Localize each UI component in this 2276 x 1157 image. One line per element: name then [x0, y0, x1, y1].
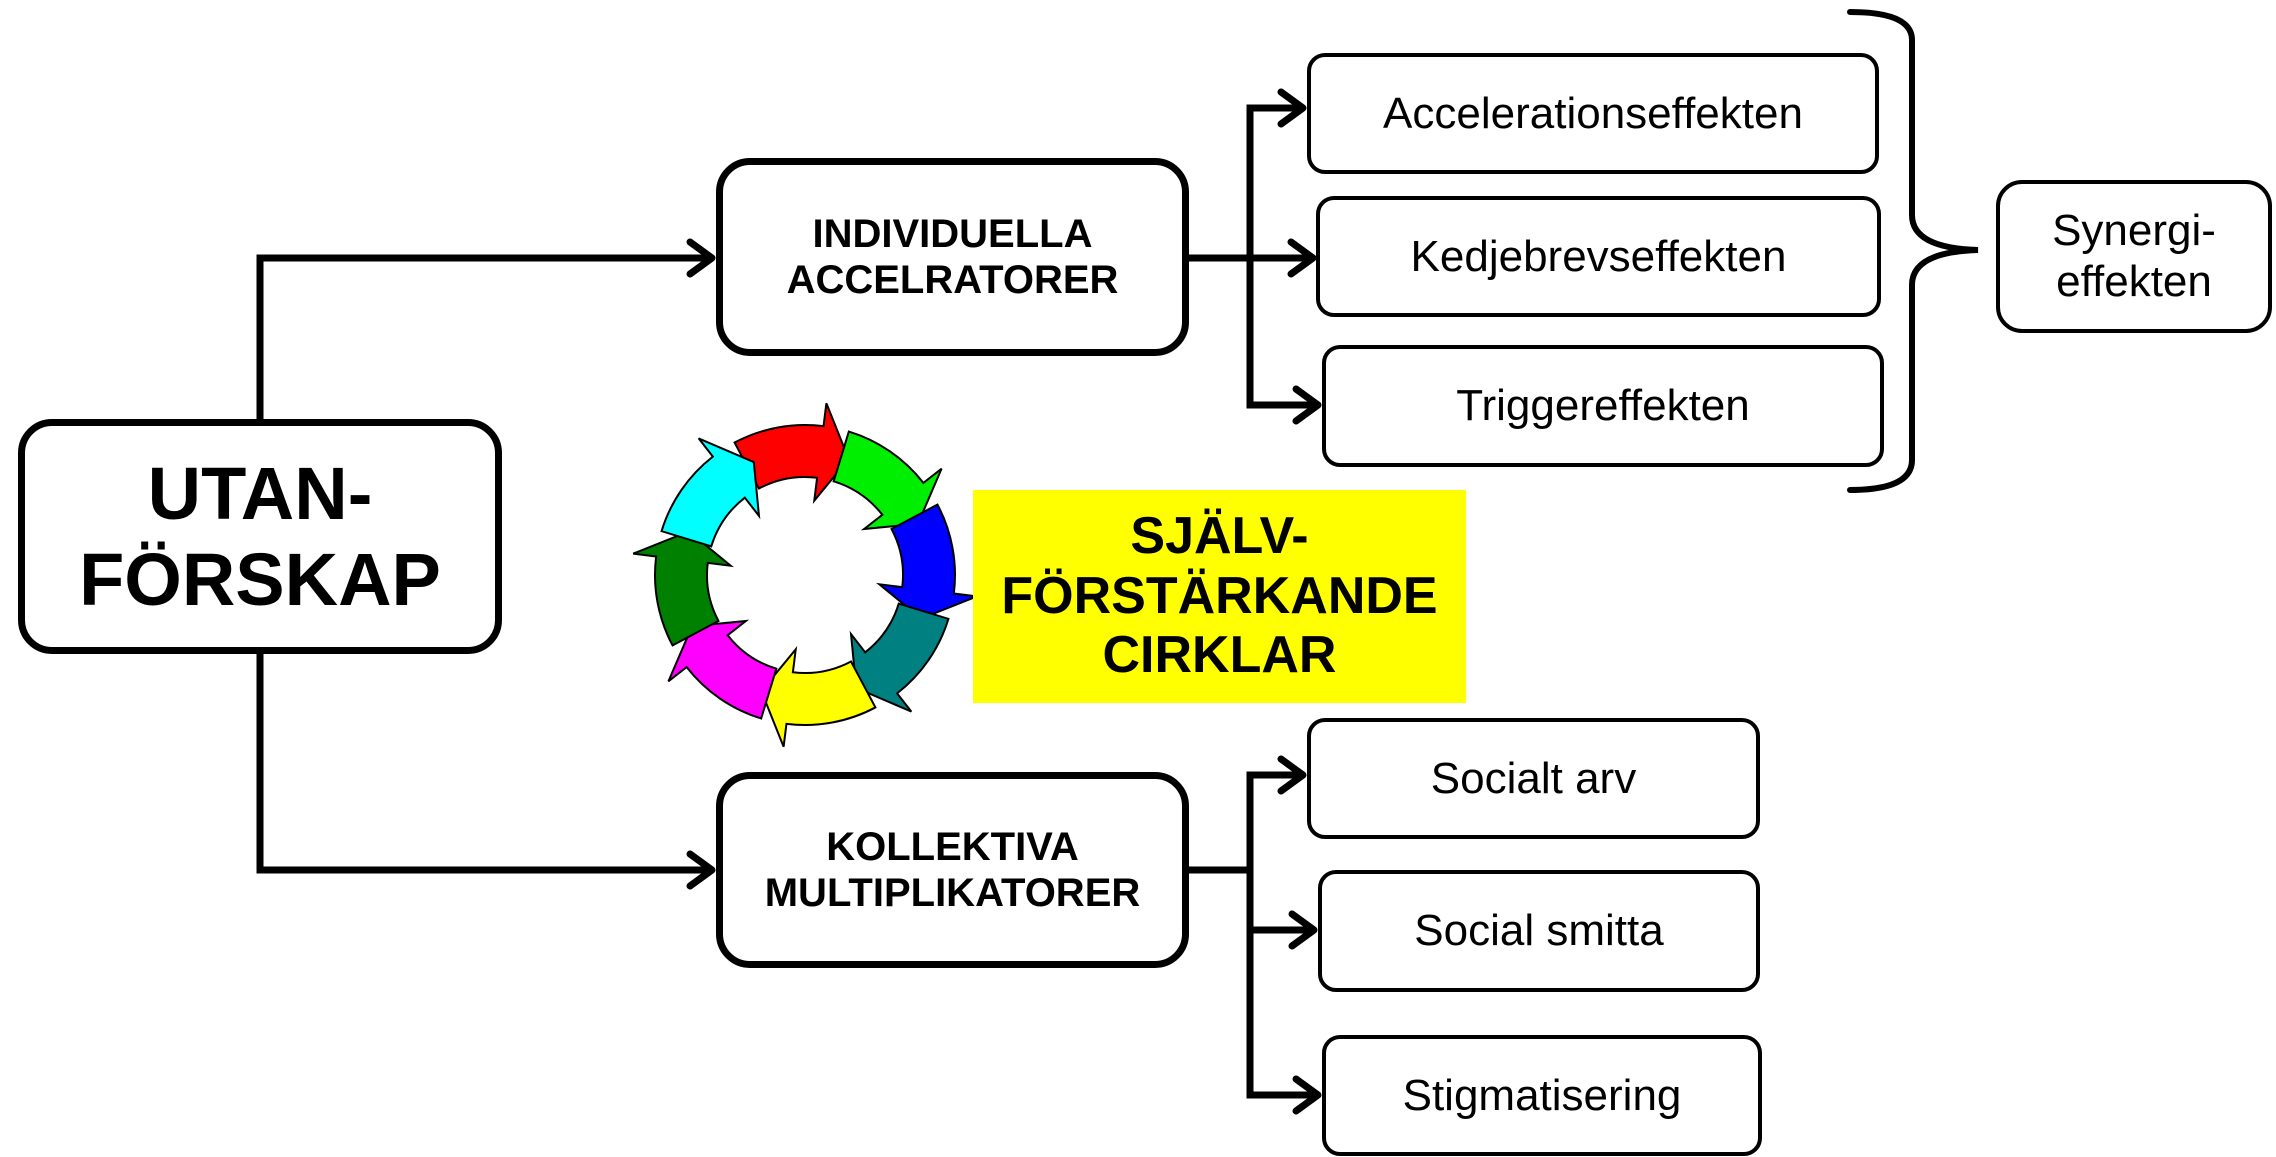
- synergy-box: Synergi- effekten: [1996, 180, 2272, 333]
- effect-label: Social smitta: [1414, 906, 1664, 955]
- curly-brace: [1847, 9, 1979, 493]
- cycle-arrow-2: [832, 430, 943, 531]
- arrowhead-soc-arv: [1277, 755, 1307, 795]
- cycle-arrow-8: [660, 437, 761, 548]
- arrowhead-stigma: [1292, 1075, 1322, 1115]
- effect-label: Socialt arv: [1430, 753, 1637, 803]
- connector-indiv-bus: [1185, 104, 1314, 409]
- effect-label: Stigmatisering: [1402, 1070, 1682, 1120]
- cycle-label: SJÄLV- FÖRSTÄRKANDE CIRKLAR: [1001, 506, 1438, 685]
- branch-box-individuella: INDIVIDUELLA ACCELRATORER: [716, 158, 1189, 356]
- effect-label: Accelerationseffekten: [1383, 88, 1803, 138]
- effect-box-social-smitta: Social smitta: [1318, 870, 1760, 992]
- synergy-label: Synergi- effekten: [2052, 205, 2216, 306]
- effect-label: Kedjebrevseffekten: [1410, 231, 1787, 281]
- cycle-arrow-7: [632, 530, 734, 647]
- effect-label: Triggereffekten: [1456, 381, 1750, 430]
- root-box-utanforskap: UTAN- FÖRSKAP: [18, 419, 502, 654]
- connector-root-indiv: [256, 254, 710, 423]
- root-label: UTAN- FÖRSKAP: [79, 452, 441, 621]
- arrowhead-kedj: [1287, 238, 1317, 278]
- arrowhead-koll: [686, 850, 716, 890]
- arrowhead-indiv: [686, 238, 716, 278]
- connector-root-koll: [256, 650, 710, 874]
- cycle-arrow-5: [760, 646, 877, 748]
- cycle-arrow-4: [849, 602, 950, 713]
- cycle-arrow-6: [667, 619, 778, 720]
- cycle-arrows: [632, 402, 978, 748]
- connector-koll-bus: [1185, 771, 1314, 1099]
- cycle-arrow-1: [733, 402, 850, 504]
- cycle-label-box: SJÄLV- FÖRSTÄRKANDE CIRKLAR: [973, 490, 1466, 703]
- effect-box-kedjebrev: Kedjebrevseffekten: [1316, 196, 1881, 317]
- branch-label-kollektiva: KOLLEKTIVA MULTIPLIKATORER: [764, 825, 1141, 915]
- effect-box-socialt-arv: Socialt arv: [1307, 718, 1760, 839]
- cycle-arrow-3: [876, 503, 978, 620]
- arrowhead-trig: [1292, 385, 1322, 425]
- arrowhead-acc: [1277, 88, 1307, 128]
- arrowhead-soc-smitta: [1288, 910, 1318, 950]
- effect-box-acceleration: Accelerationseffekten: [1307, 53, 1879, 174]
- branch-box-kollektiva: KOLLEKTIVA MULTIPLIKATORER: [716, 772, 1189, 968]
- branch-label-individuella: INDIVIDUELLA ACCELRATORER: [786, 212, 1119, 302]
- effect-box-trigger: Triggereffekten: [1322, 345, 1884, 467]
- effect-box-stigmatisering: Stigmatisering: [1322, 1035, 1762, 1156]
